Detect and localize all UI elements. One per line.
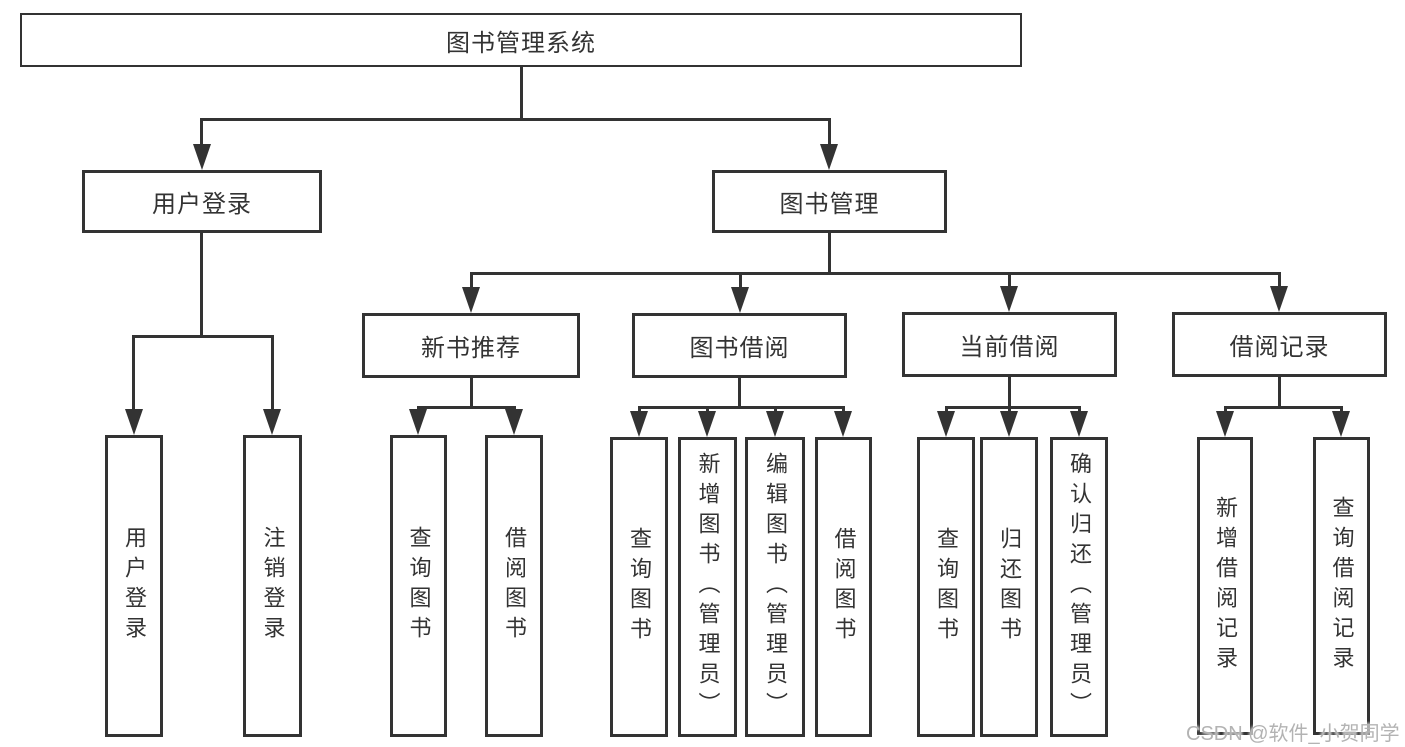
leaf-current-return-books-label: 归还图书 [997, 527, 1022, 647]
arrowhead-login [125, 409, 143, 435]
arrowhead-new-book-recommend [462, 287, 480, 313]
leaf-current-query-books-label: 查询图书 [934, 527, 959, 647]
arrowhead-current-borrowing [1000, 286, 1018, 312]
connector-records-stem [1278, 377, 1281, 409]
leaf-records-query-record: 查询借阅记录 [1313, 437, 1370, 735]
leaf-borrowing-query-books: 查询图书 [610, 437, 668, 737]
arrowhead-borrowing-add [698, 411, 716, 437]
leaf-recommend-query-books-label: 查询图书 [406, 526, 432, 646]
connector-drop-book-borrowing [739, 275, 742, 289]
node-book-management: 图书管理 [712, 170, 947, 233]
connector-user-login-rail [132, 335, 274, 338]
arrowhead-current-confirm [1070, 411, 1088, 437]
leaf-borrowing-borrow-books-label: 借阅图书 [831, 527, 857, 647]
leaf-current-confirm-return-label: 确认归还（管理员） [1067, 452, 1092, 722]
node-book-management-label: 图书管理 [779, 191, 880, 218]
leaf-current-confirm-return: 确认归还（管理员） [1050, 437, 1108, 737]
node-book-borrowing-label: 图书借阅 [689, 335, 790, 362]
leaf-logout: 注销登录 [243, 435, 302, 737]
connector-book-management-rail [470, 272, 1281, 275]
arrowhead-borrowing-query [630, 411, 648, 437]
connector-drop-new-book [470, 275, 473, 289]
arrowhead-recommend-borrow [505, 409, 523, 435]
arrowhead-borrowing-borrow [834, 411, 852, 437]
leaf-borrowing-borrow-books: 借阅图书 [815, 437, 872, 737]
leaf-records-add-record-label: 新增借阅记录 [1213, 496, 1238, 676]
connector-user-login-stem [200, 233, 203, 338]
node-new-book-recommend: 新书推荐 [362, 313, 580, 378]
leaf-borrowing-query-books-label: 查询图书 [627, 527, 652, 647]
node-root-label: 图书管理系统 [446, 29, 596, 57]
node-new-book-recommend-label: 新书推荐 [421, 335, 521, 362]
connector-records-rail [1224, 406, 1343, 409]
leaf-borrowing-add-books-label: 新增图书（管理员） [695, 452, 721, 722]
arrowhead-book-management [820, 144, 838, 170]
csdn-watermark: CSDN @软件_小贺同学 [1186, 723, 1400, 745]
connector-root-stem [520, 67, 523, 121]
node-current-borrowing-label: 当前借阅 [959, 334, 1060, 361]
node-user-login-label: 用户登录 [152, 191, 252, 218]
leaf-records-add-record: 新增借阅记录 [1197, 437, 1253, 735]
leaf-current-return-books: 归还图书 [980, 437, 1038, 737]
leaf-current-query-books: 查询图书 [917, 437, 975, 737]
arrowhead-records-query [1332, 411, 1350, 437]
node-book-borrowing: 图书借阅 [632, 313, 847, 378]
arrowhead-borrowing-edit [766, 411, 784, 437]
connector-recommend-stem [470, 378, 473, 409]
arrowhead-borrow-records [1270, 286, 1288, 312]
node-user-login: 用户登录 [82, 170, 322, 233]
arrowhead-recommend-query [409, 409, 427, 435]
node-borrow-records: 借阅记录 [1172, 312, 1387, 377]
leaf-records-query-record-label: 查询借阅记录 [1329, 496, 1355, 676]
connector-borrowing-rail [638, 406, 845, 409]
connector-borrowing-stem [738, 378, 741, 409]
connector-root-rail [200, 118, 831, 121]
arrowhead-user-login [193, 144, 211, 170]
leaf-user-login-label: 用户登录 [122, 526, 147, 646]
arrowhead-logout [263, 409, 281, 435]
leaf-borrowing-edit-books-label: 编辑图书（管理员） [763, 452, 788, 722]
leaf-user-login: 用户登录 [105, 435, 163, 737]
connector-drop-borrow-records [1278, 275, 1281, 289]
connector-current-stem [1008, 377, 1011, 409]
connector-current-rail [945, 406, 1081, 409]
node-borrow-records-label: 借阅记录 [1229, 334, 1330, 361]
connector-drop-user-login [200, 118, 203, 148]
connector-drop-current-borrowing [1008, 275, 1011, 289]
leaf-recommend-borrow-books-label: 借阅图书 [502, 526, 527, 646]
leaf-recommend-query-books: 查询图书 [390, 435, 447, 737]
leaf-recommend-borrow-books: 借阅图书 [485, 435, 543, 737]
connector-recommend-rail [417, 406, 516, 409]
arrowhead-current-return [1000, 411, 1018, 437]
leaf-borrowing-edit-books: 编辑图书（管理员） [745, 437, 805, 737]
leaf-borrowing-add-books: 新增图书（管理员） [678, 437, 737, 737]
leaf-logout-label: 注销登录 [260, 526, 286, 646]
connector-book-management-stem [828, 233, 831, 275]
arrowhead-records-add [1216, 411, 1234, 437]
arrowhead-current-query [937, 411, 955, 437]
connector-drop-login [132, 338, 135, 411]
node-root: 图书管理系统 [20, 13, 1022, 67]
connector-drop-book-management [828, 118, 831, 148]
arrowhead-book-borrowing [731, 287, 749, 313]
node-current-borrowing: 当前借阅 [902, 312, 1117, 377]
connector-drop-logout [271, 338, 274, 411]
